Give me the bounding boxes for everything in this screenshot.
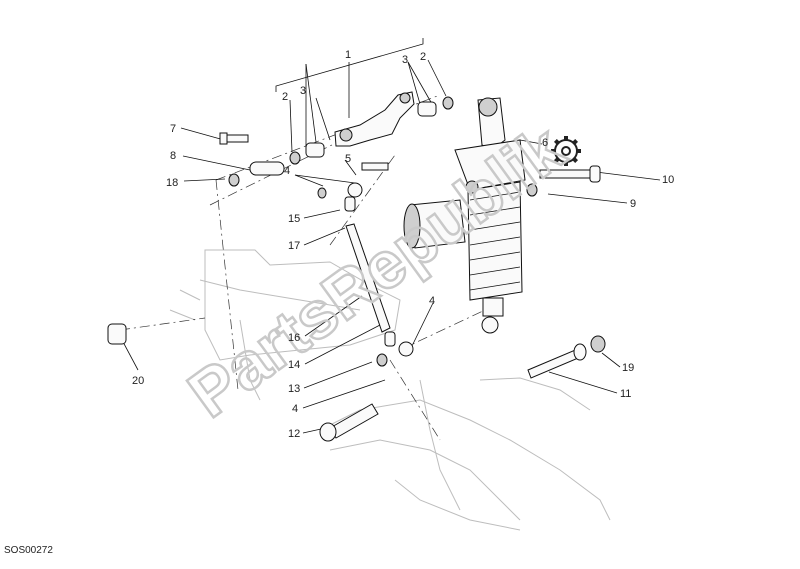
callout-7: 7 <box>170 123 176 135</box>
callout-bracket <box>275 38 424 118</box>
washer-13 <box>376 353 388 367</box>
callout-3-right: 3 <box>402 54 408 66</box>
callout-14: 14 <box>288 359 300 371</box>
callout-5: 5 <box>345 153 351 165</box>
callout-15: 15 <box>288 213 300 225</box>
callout-10: 10 <box>662 174 674 186</box>
nut-19 <box>590 335 606 353</box>
callout-20: 20 <box>132 375 144 387</box>
callout-numbers: 1 2 2 3 3 4 4 4 5 6 7 8 9 10 11 12 13 14… <box>132 49 674 440</box>
callout-4-bottom: 4 <box>292 403 298 415</box>
callout-9: 9 <box>630 198 636 210</box>
callout-4-mid: 4 <box>429 295 435 307</box>
callout-3-left: 3 <box>300 85 306 97</box>
washer-4-top <box>317 187 327 199</box>
pin-8 <box>249 161 285 176</box>
bolt-11 <box>527 343 587 379</box>
callout-19: 19 <box>622 362 634 374</box>
washer-18 <box>228 173 240 187</box>
callout-17: 17 <box>288 240 300 252</box>
callout-2-left: 2 <box>282 91 288 103</box>
tie-rod-end-lower <box>384 331 414 357</box>
callout-12: 12 <box>288 428 300 440</box>
callout-4-top: 4 <box>284 165 290 177</box>
shock-absorber <box>403 97 526 334</box>
callout-11: 11 <box>620 388 631 400</box>
drawing-code: SOS00272 <box>4 545 53 556</box>
callout-13: 13 <box>288 383 300 395</box>
bolt-12 <box>319 403 379 442</box>
leader-lines <box>121 59 661 434</box>
bushing-pair-right <box>417 96 454 117</box>
spacer-20 <box>107 323 127 345</box>
washer-9 <box>526 183 538 197</box>
callout-1: 1 <box>345 49 351 61</box>
bolt-5 <box>361 162 389 171</box>
bolt-7 <box>219 132 249 145</box>
bolt-10 <box>539 165 601 183</box>
callout-2-right: 2 <box>420 51 426 63</box>
callout-16: 16 <box>288 332 300 344</box>
callout-6: 6 <box>542 137 548 149</box>
bushing-pair-left <box>289 142 325 165</box>
gear-icon <box>551 136 581 166</box>
callout-18: 18 <box>166 177 178 189</box>
tie-rod-end-upper <box>344 182 363 212</box>
rocker-arm <box>334 91 415 147</box>
callout-8: 8 <box>170 150 176 162</box>
tie-rod <box>345 223 391 333</box>
